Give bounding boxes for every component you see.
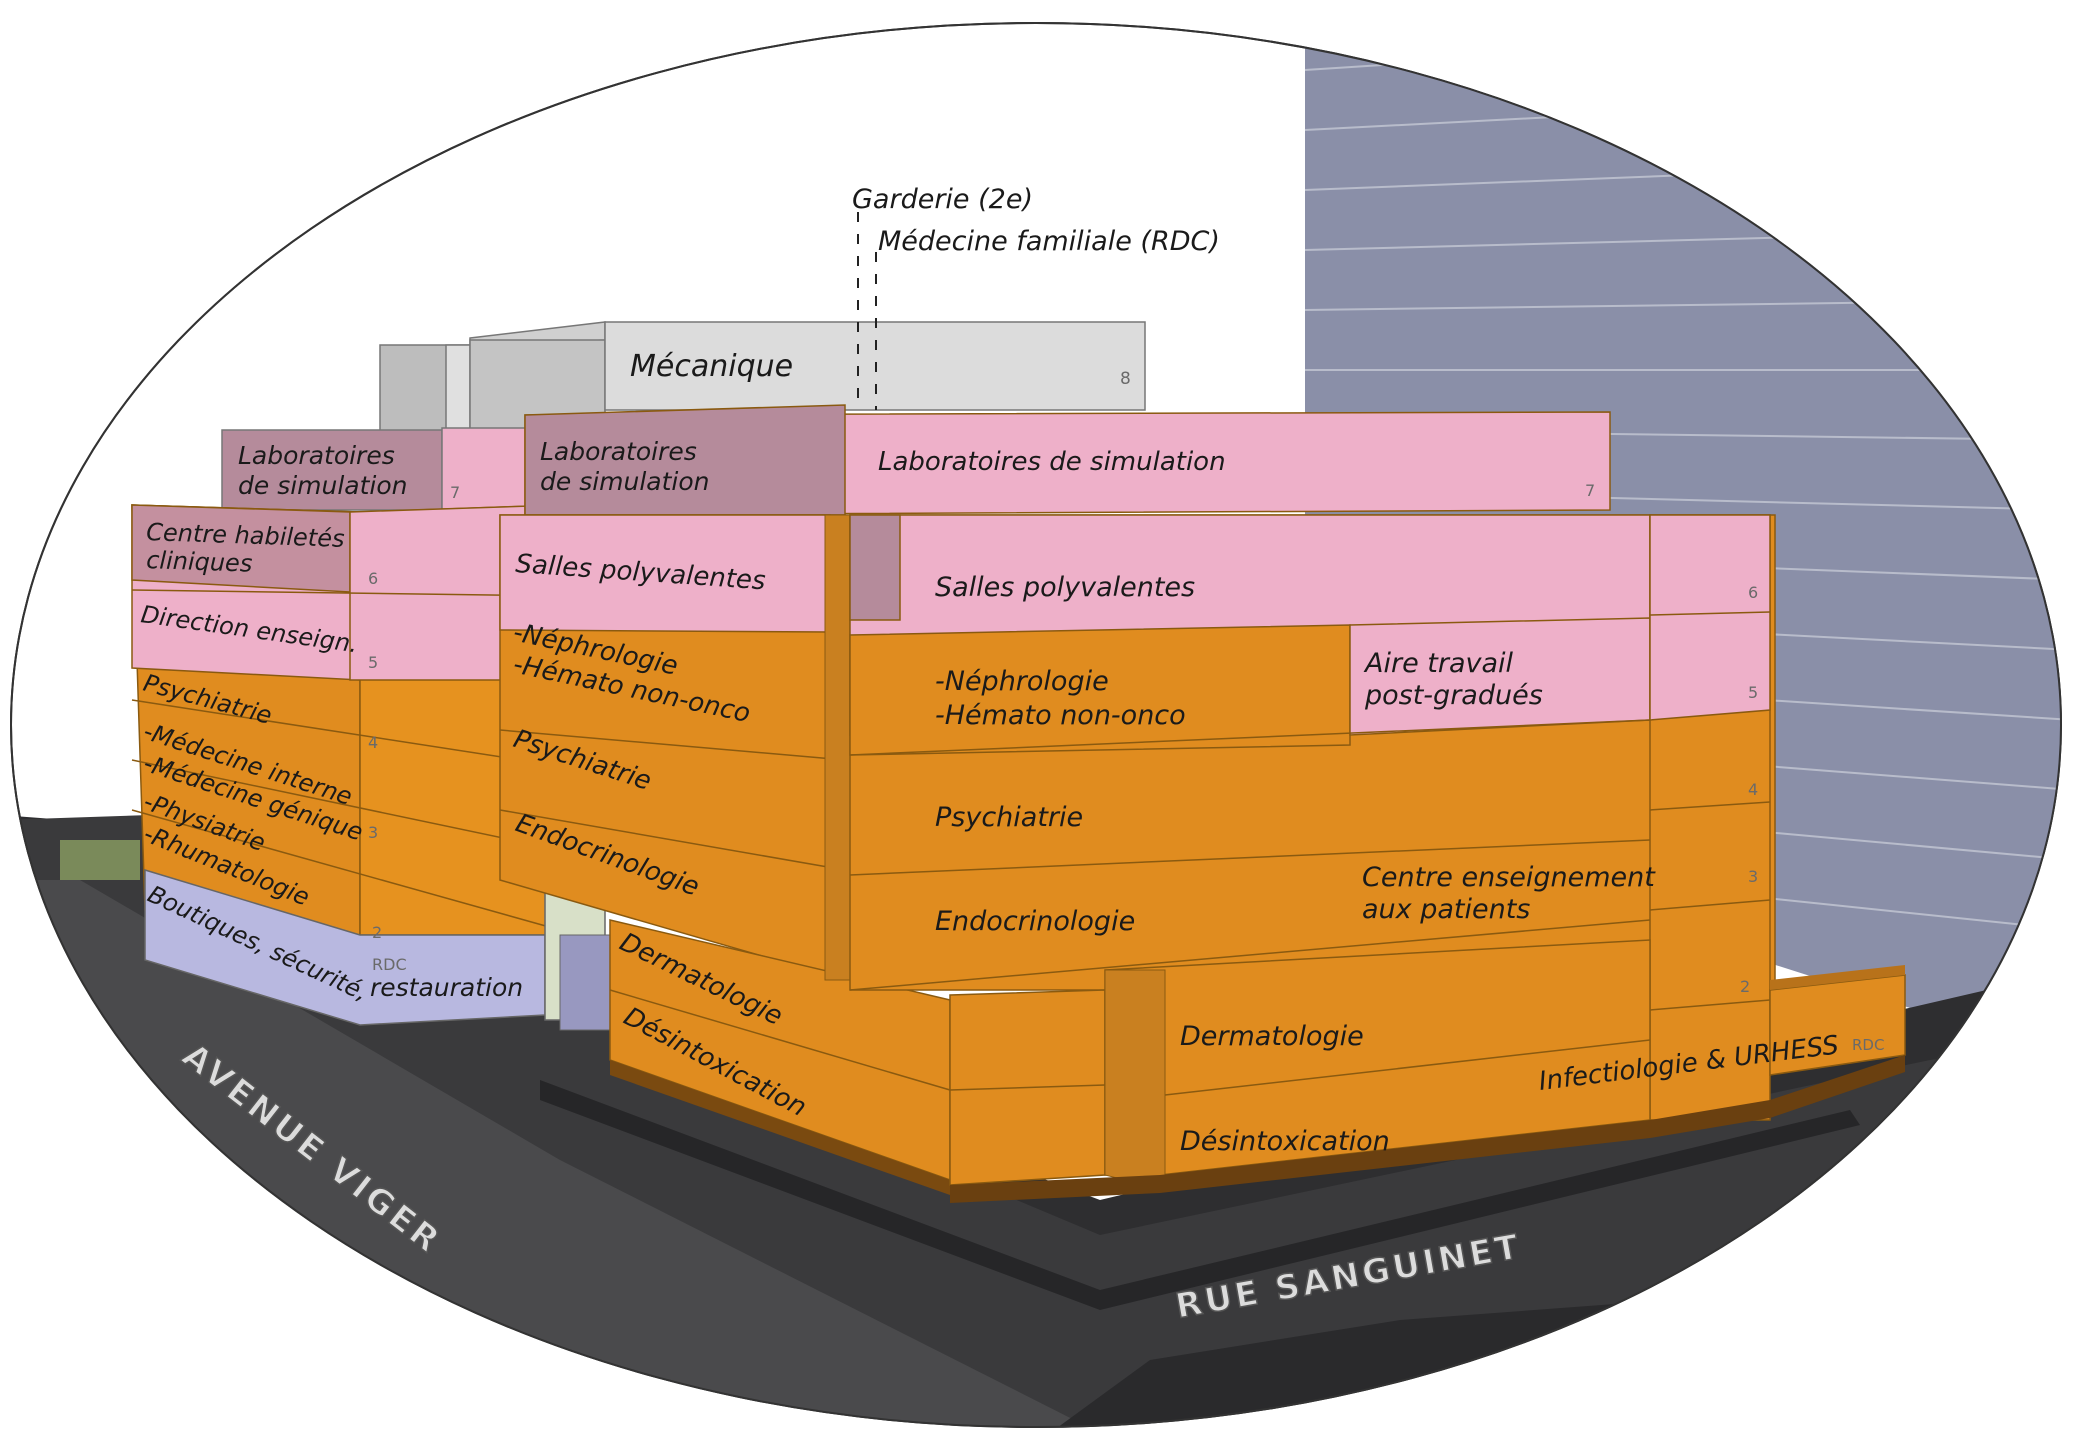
- floor-3-left: 3: [368, 823, 378, 842]
- salles-right-label: Salles polyvalentes: [935, 572, 1195, 603]
- endo-right-label: Endocrinologie: [935, 906, 1135, 937]
- centre-ens-label-1: Centre enseignement: [1362, 862, 1656, 893]
- nephro-right-label-2: -Hémato non-onco: [935, 700, 1186, 731]
- lab-left-label-1: Laboratoires: [238, 441, 395, 470]
- lab-right-label: Laboratoires de simulation: [878, 447, 1226, 477]
- floor-4-right: 4: [1748, 780, 1758, 799]
- nephro-right-label-1: -Néphrologie: [935, 666, 1109, 697]
- floor-7-left: 7: [450, 483, 460, 502]
- restauration-label: restauration: [370, 973, 523, 1002]
- desintox-right-label: Désintoxication: [1180, 1126, 1390, 1157]
- floor-6-left: 6: [368, 569, 378, 588]
- medecine-familiale-label: Médecine familiale (RDC): [878, 226, 1220, 257]
- rdc-left-label: RDC: [372, 955, 407, 974]
- centre-label-1: Centre habiletés: [146, 518, 345, 553]
- mecanique-label: Mécanique: [630, 349, 793, 384]
- garderie-label: Garderie (2e): [852, 184, 1033, 215]
- centre-ens-label-2: aux patients: [1362, 894, 1530, 925]
- floor-4-left: 4: [368, 733, 378, 752]
- callout-lines: [857, 212, 877, 410]
- rdc-right-label: RDC: [1852, 1036, 1884, 1054]
- lab-left-block: Laboratoires de simulation 7: [221, 427, 531, 511]
- centre-label-2: cliniques: [146, 546, 253, 578]
- right-wing: Salles polyvalentes 6 -Néphrologie -Héma…: [849, 514, 1906, 1203]
- aire-label-1: Aire travail: [1363, 648, 1514, 679]
- floor-7-right: 7: [1585, 481, 1595, 500]
- psy-right-label: Psychiatrie: [935, 802, 1083, 833]
- floor-2-left: 2: [372, 923, 382, 942]
- lab-mid-label-1: Laboratoires: [540, 437, 697, 466]
- lab-left-label-2: de simulation: [238, 471, 408, 500]
- floor-5-left: 5: [368, 653, 378, 672]
- lab-mid-label-2: de simulation: [540, 467, 710, 496]
- floor-2-right: 2: [1740, 977, 1750, 996]
- aire-label-2: post-gradués: [1364, 680, 1543, 711]
- derma-right-label: Dermatologie: [1180, 1021, 1364, 1052]
- mecanique-block: Mécanique 8: [379, 321, 1146, 436]
- floor-6-right: 6: [1748, 583, 1758, 602]
- floor-8-label: 8: [1120, 369, 1131, 389]
- floor-3-right: 3: [1748, 867, 1758, 886]
- floor-5-right: 5: [1748, 683, 1758, 702]
- middle-wing: Laboratoires de simulation Laboratoires …: [499, 404, 1611, 1195]
